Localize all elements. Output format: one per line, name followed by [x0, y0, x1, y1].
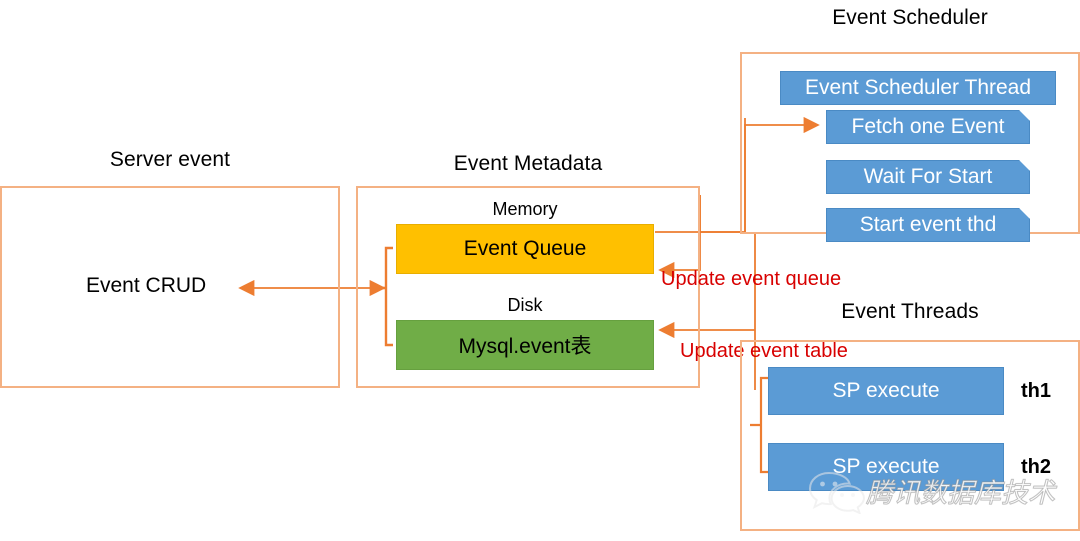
scheduler-step-event-scheduler-thread[interactable]: Event Scheduler Thread — [780, 71, 1056, 105]
scheduler-return-stub — [699, 195, 742, 233]
scheduler-step-wait-for-start[interactable]: Wait For Start — [826, 160, 1030, 194]
event-metadata-title: Event Metadata — [453, 152, 603, 175]
event-threads-frame — [740, 340, 1080, 531]
thread-name-th1: th1 — [1021, 380, 1051, 402]
event-crud-label: Event CRUD — [86, 274, 207, 297]
memory-label: Memory — [492, 199, 558, 219]
server-event-title: Server event — [109, 148, 231, 171]
event-scheduler-title: Event Scheduler — [832, 6, 988, 29]
watermark-text: 腾讯数据库技术 — [866, 478, 1056, 509]
thread-box-th1[interactable]: SP execute — [768, 367, 1004, 415]
event-threads-title: Event Threads — [841, 300, 979, 323]
thread-box-th2[interactable]: SP execute — [768, 443, 1004, 491]
event-queue-box[interactable]: Event Queue — [396, 224, 654, 274]
annotation-update-event-table: Update event table — [680, 340, 848, 362]
scheduler-step-fetch-one-event[interactable]: Fetch one Event — [826, 110, 1030, 144]
wechat-logo-icon — [808, 471, 866, 514]
server-event-frame — [0, 186, 340, 388]
annotation-update-event-queue: Update event queue — [661, 268, 842, 290]
event-metadata-frame — [356, 186, 700, 388]
scheduler-step-start-event-thd[interactable]: Start event thd — [826, 208, 1030, 242]
disk-label: Disk — [507, 295, 543, 315]
mysql-event-table-box[interactable]: Mysql.event表 — [396, 320, 654, 370]
thread-name-th2: th2 — [1021, 456, 1051, 478]
